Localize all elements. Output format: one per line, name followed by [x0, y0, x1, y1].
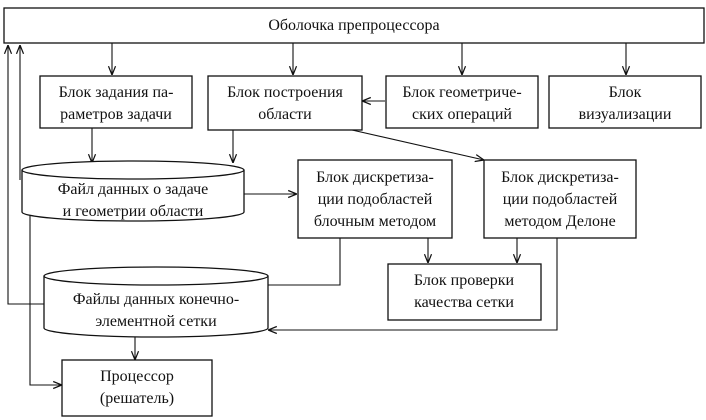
label-line: Блок геометриче- — [402, 84, 521, 101]
fe-mesh-files-label: Файлы данных конечно-элементной сетки — [73, 291, 239, 330]
node-shell: Оболочка препроцессора — [3, 7, 705, 44]
node-task-data-file: Файл данных о задаче и геометрии области — [21, 160, 245, 222]
block-discr-label: Блок дискретиза-ции подобластей блочным м… — [314, 169, 436, 230]
edge-delaunay-to-fe-files — [268, 238, 558, 330]
label-line: (решатель) — [100, 390, 174, 407]
task-params-label: Блок задания па-раметров задачи — [59, 84, 174, 123]
label-line: элементной сетки — [95, 313, 217, 330]
mesh-check-label: Блок проверки качества сетки — [414, 272, 515, 311]
domain-build-label: Блок построения области — [227, 84, 343, 123]
visual-label: Блок визуализации — [579, 84, 672, 123]
edge-domain-build-to-delaunay — [351, 129, 484, 160]
label-line: Блок проверки — [414, 272, 515, 289]
label-line: Блок построения — [227, 84, 343, 101]
label-line: визуализации — [579, 106, 672, 123]
label-line: области — [258, 106, 312, 123]
node-geom-ops: Блок геометриче-ских операций — [385, 75, 539, 129]
label-line: Процессор — [100, 368, 174, 385]
label-line: ских операций — [412, 106, 512, 123]
node-delaunay-discr: Блок дискретиза-ции подобластей методом Д… — [483, 159, 637, 239]
node-task-params: Блок задания па-раметров задачи — [39, 75, 193, 129]
label-line: Блок дискретиза- — [316, 169, 434, 186]
shell-label: Оболочка препроцессора — [268, 17, 439, 34]
node-visual: Блок визуализации — [548, 75, 702, 129]
label-line: Файлы данных конечно- — [73, 291, 239, 308]
label-line: Блок — [609, 84, 642, 101]
connectors — [8, 43, 626, 385]
delaunay-discr-label: Блок дискретиза-ции подобластей методом Д… — [501, 169, 619, 230]
label-line: методом Делоне — [504, 213, 615, 230]
node-mesh-check: Блок проверки качества сетки — [387, 263, 542, 321]
node-fe-mesh-files: Файлы данных конечно-элементной сетки — [43, 266, 269, 338]
processor-label: Процессор (решатель) — [100, 368, 174, 407]
edge-data-file-to-processor — [29, 215, 62, 385]
label-line: блочным методом — [314, 213, 436, 230]
node-block-discr: Блок дискретиза-ции подобластей блочным м… — [297, 159, 453, 239]
label-line: Оболочка препроцессора — [268, 17, 439, 34]
label-line: Блок дискретиза- — [501, 169, 619, 186]
label-line: раметров задачи — [60, 106, 172, 123]
label-line: и геометрии области — [63, 203, 204, 220]
label-line: качества сетки — [414, 294, 514, 311]
label-line: Файл данных о задаче — [58, 181, 209, 198]
edge-block-discr-to-fe-files — [244, 238, 341, 285]
node-processor: Процессор (решатель) — [61, 359, 213, 417]
node-domain-build: Блок построения области — [207, 75, 363, 131]
label-line: Блок задания па- — [59, 84, 174, 101]
label-line: ции подобластей — [503, 191, 618, 208]
geom-ops-label: Блок геометриче-ских операций — [402, 84, 521, 123]
label-line: ции подобластей — [318, 191, 433, 208]
edge-fe-files-to-shell — [8, 45, 44, 305]
task-data-file-label: Файл данных о задаче и геометрии области — [58, 181, 209, 220]
